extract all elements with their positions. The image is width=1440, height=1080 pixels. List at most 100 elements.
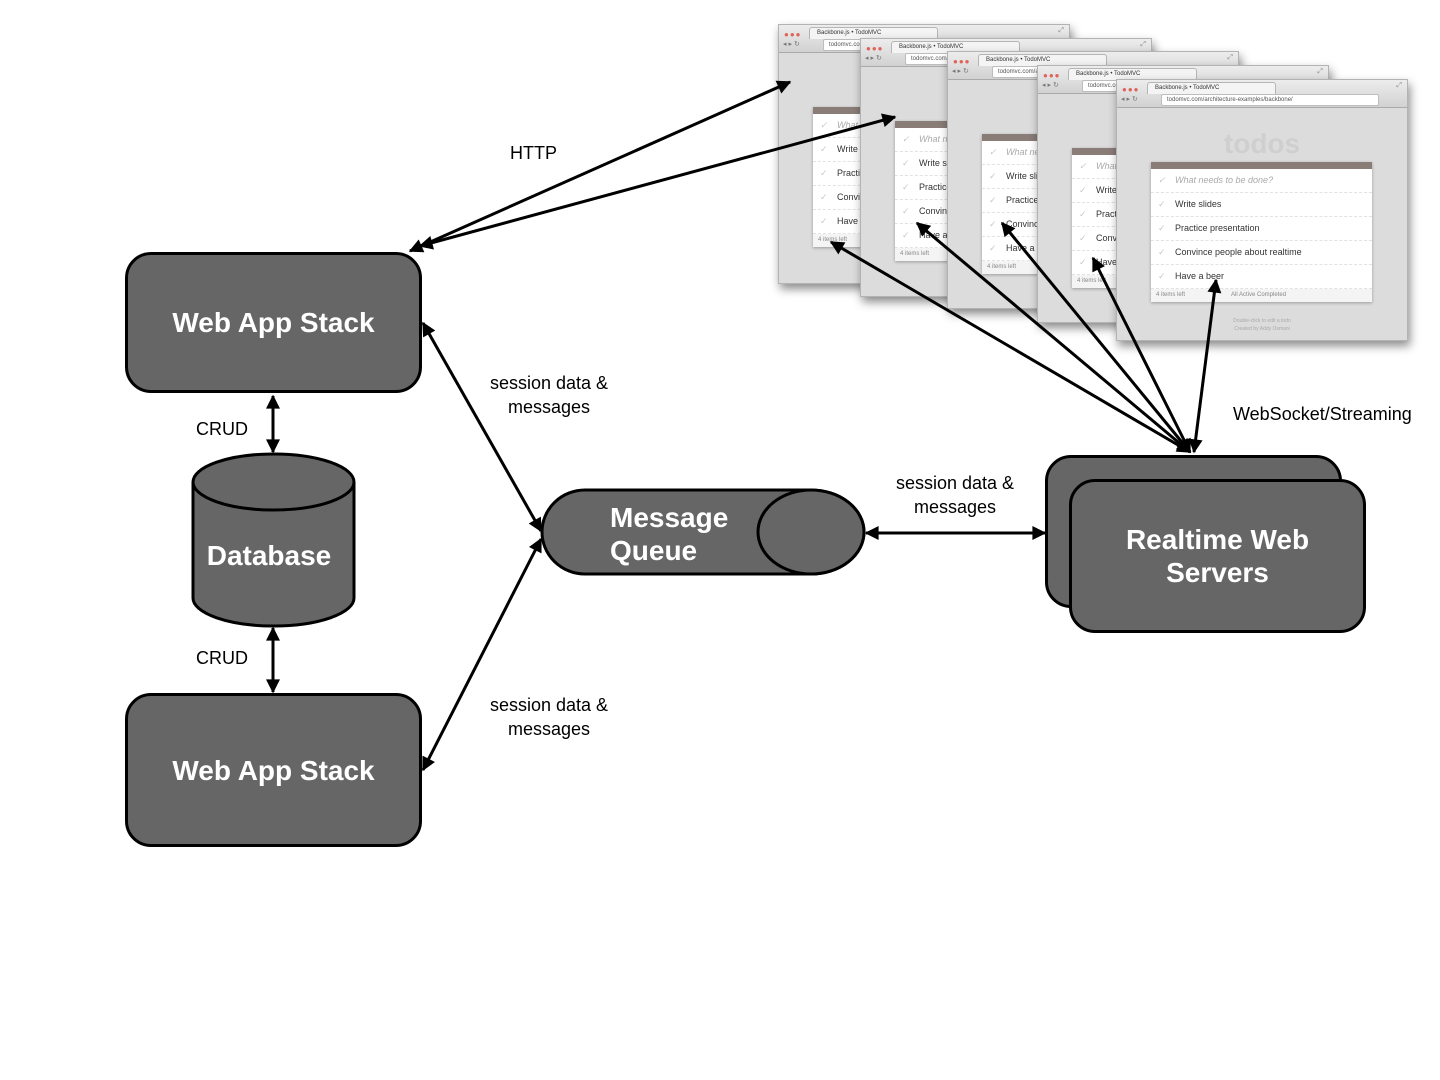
session-arrow-top [421,321,543,533]
database-cylinder: Database [191,452,356,628]
browser-tab[interactable]: Backbone.js • TodoMVC [809,27,938,39]
browser-tab[interactable]: Backbone.js • TodoMVC [1147,82,1276,94]
todo-item-label: Have a beer [1175,271,1225,281]
toggle-all-icon[interactable]: ✓ [989,147,997,157]
checkmark-icon[interactable]: ✓ [902,182,910,192]
checkmark-icon[interactable]: ✓ [820,216,828,226]
checkmark-icon[interactable]: ✓ [1079,233,1087,243]
traffic-lights-icon[interactable]: ●●● [953,57,971,66]
todos-title: todos [1223,128,1301,159]
traffic-lights-icon[interactable]: ●●● [1122,85,1140,94]
todo-count: 4 items left [900,251,930,257]
crud-label-bottom: CRUD [196,648,248,668]
session-label-bottom: session data & messages [474,693,624,741]
window-resize-icon[interactable]: ⤢ [1140,41,1146,48]
session-label-right-line1: session data & [895,473,1015,493]
todo-item-label: Write slides [1006,171,1053,181]
toggle-all-icon[interactable]: ✓ [902,134,910,144]
browser-window-5: ●●● Backbone.js • TodoMVC ⤢ ◂▸↻ todomvc.… [1116,79,1408,341]
checkmark-icon[interactable]: ✓ [820,168,828,178]
todo-item-label: Convince people about realtime [1175,247,1302,257]
toggle-all-icon[interactable]: ✓ [820,120,828,130]
toggle-all-icon[interactable]: ✓ [1079,161,1087,171]
todo-info-line1: Double-click to edit a todo [1233,318,1291,324]
new-todo-placeholder: What needs to be done? [1175,175,1274,185]
message-queue-label-line1: Message [610,502,728,533]
http-label: HTTP [510,143,557,163]
checkmark-icon[interactable]: ✓ [1079,257,1087,267]
todo-card: ✓ What needs to be done? ✓ Write slides … [1151,162,1372,302]
session-label-top-line2: messages [507,397,591,417]
session-label-right: session data & messages [880,471,1030,519]
window-resize-icon[interactable]: ⤢ [1227,54,1233,61]
checkmark-icon[interactable]: ✓ [902,158,910,168]
todo-item[interactable]: ✓ Have a beer [1151,265,1372,289]
todo-item-label: Practice presentation [1175,223,1260,233]
checkmark-icon[interactable]: ✓ [1158,247,1166,257]
traffic-lights-icon[interactable]: ●●● [866,44,884,53]
checkmark-icon[interactable]: ✓ [902,230,910,240]
browser-tab[interactable]: Backbone.js • TodoMVC [978,54,1107,66]
checkmark-icon[interactable]: ✓ [820,192,828,202]
checkmark-icon[interactable]: ✓ [989,219,997,229]
window-resize-icon[interactable]: ⤢ [1396,82,1402,89]
todo-item[interactable]: ✓ Write slides [1151,193,1372,217]
todo-info-line2: Created by Addy Osmani [1234,326,1290,332]
web-app-stack-top-label: Web App Stack [172,307,375,338]
traffic-lights-icon[interactable]: ●●● [1043,71,1061,80]
checkmark-icon[interactable]: ✓ [1158,271,1166,281]
window-resize-icon[interactable]: ⤢ [1317,68,1323,75]
browser-tab[interactable]: Backbone.js • TodoMVC [891,41,1020,53]
checkmark-icon[interactable]: ✓ [820,144,828,154]
todo-footer: 4 items left All Active Completed [1151,289,1372,302]
web-app-stack-bottom-label: Web App Stack [172,754,375,786]
window-resize-icon[interactable]: ⤢ [1058,27,1064,34]
browser-chrome: ●●● Backbone.js • TodoMVC ⤢ ◂▸↻ todomvc.… [1117,80,1407,108]
traffic-lights-icon[interactable]: ●●● [784,30,802,39]
realtime-label-line2: Servers [1166,557,1269,588]
todo-item[interactable]: ✓ Convince people about realtime [1151,241,1372,265]
session-label-bottom-line2: messages [507,719,591,739]
session-label-right-line2: messages [913,497,997,517]
message-queue: Message Queue [540,488,866,576]
todo-count: 4 items left [818,237,848,243]
nav-buttons-icon[interactable]: ◂▸↻ [1042,82,1061,89]
checkmark-icon[interactable]: ✓ [1079,209,1087,219]
nav-buttons-icon[interactable]: ◂▸↻ [952,68,971,75]
nav-buttons-icon[interactable]: ◂▸↻ [1121,96,1140,103]
nav-buttons-icon[interactable]: ◂▸↻ [783,41,802,48]
websocket-label: WebSocket/Streaming [1233,404,1412,424]
crud-label-top: CRUD [196,419,248,439]
message-queue-label-line2: Queue [610,535,697,566]
web-app-stack-top: Web App Stack [125,252,422,393]
database-label: Database [207,540,332,571]
session-label-top: session data & messages [474,371,624,419]
realtime-web-servers: Realtime Web Servers [1069,479,1366,633]
checkmark-icon[interactable]: ✓ [1158,223,1166,233]
browser-tab[interactable]: Backbone.js • TodoMVC [1068,68,1197,80]
toggle-all-icon[interactable]: ✓ [1158,175,1166,185]
checkmark-icon[interactable]: ✓ [989,243,997,253]
todo-count: 4 items left [987,264,1017,270]
todo-item-label: Write slides [919,158,966,168]
todo-item[interactable]: ✓ Practice presentation [1151,217,1372,241]
checkmark-icon[interactable]: ✓ [902,206,910,216]
checkmark-icon[interactable]: ✓ [989,171,997,181]
web-app-stack-bottom: Web App Stack [125,693,422,847]
todo-item-label: Write slides [1175,199,1222,209]
session-label-top-line1: session data & [489,373,609,393]
new-todo-input[interactable]: ✓ What needs to be done? [1151,169,1372,193]
session-label-bottom-line1: session data & [489,695,609,715]
todo-info: Double-click to edit a todo Created by A… [1117,317,1407,333]
address-bar[interactable]: todomvc.com/architecture-examples/backbo… [1161,94,1379,106]
todo-filters[interactable]: All Active Completed [1231,292,1287,298]
http-arrow-1 [408,80,792,253]
checkmark-icon[interactable]: ✓ [1158,199,1166,209]
todo-count: 4 items left [1077,278,1107,284]
nav-buttons-icon[interactable]: ◂▸↻ [865,55,884,62]
realtime-label-line1: Realtime Web [1125,524,1310,555]
checkmark-icon[interactable]: ✓ [1079,185,1087,195]
checkmark-icon[interactable]: ✓ [989,195,997,205]
todo-count: 4 items left [1156,292,1186,298]
